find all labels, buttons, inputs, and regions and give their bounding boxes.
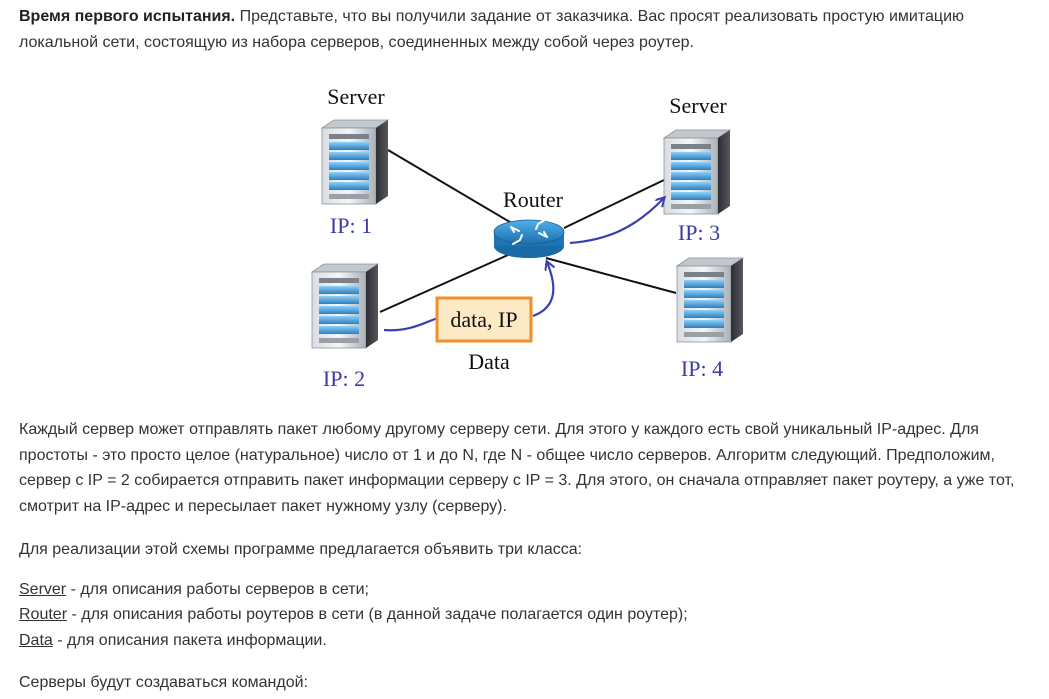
intro-text: Представьте, что вы получили задание от … (19, 8, 965, 51)
class-desc-server: - для описания работы серверов в сети; (66, 581, 369, 598)
arrow-server2-to-packet (383, 316, 439, 332)
class-link-data[interactable]: Data (19, 632, 53, 649)
class-desc-data: - для описания пакета информации. (52, 632, 327, 649)
packet-box (435, 296, 533, 343)
arrow-packet-to-router (532, 262, 553, 318)
intro-paragraph: Время первого испытания. Представьте, чт… (19, 4, 1019, 55)
link-server1-router (387, 149, 521, 229)
server-3-icon (663, 129, 731, 215)
class-desc-router: - для описания работы роутеров в сети (в… (67, 606, 688, 623)
link-router-server3 (563, 179, 665, 229)
ip-label-4: IP: 4 (681, 356, 723, 381)
server-1-icon (321, 119, 389, 205)
servers-created-line: Серверы будут создаваться командой: (19, 674, 308, 691)
link-router-server4 (545, 257, 677, 294)
class-item-data: Data - для описания пакета информации. (19, 628, 327, 654)
arrow-router-to-server3 (569, 198, 664, 245)
intro-bold: Время первого испытания. (19, 8, 236, 25)
class-link-server[interactable]: Server (19, 581, 67, 598)
ip-label-1: IP: 1 (330, 213, 372, 238)
classes-intro: Для реализации этой схемы программе пред… (19, 541, 583, 558)
class-link-router[interactable]: Router (19, 606, 68, 623)
server-label-1: Server (327, 84, 385, 109)
class-item-router: Router - для описания работы роутеров в … (19, 602, 688, 628)
ip-label-3: IP: 3 (678, 220, 720, 245)
class-item-server: Server - для описания работы серверов в … (19, 577, 369, 603)
router-label: Router (503, 187, 564, 212)
description-paragraph: Каждый сервер может отправлять пакет люб… (19, 421, 1015, 515)
server-2-icon (311, 263, 379, 349)
link-server2-router (379, 254, 509, 313)
data-label: Data (468, 349, 510, 374)
server-label-3: Server (669, 93, 727, 118)
ip-label-2: IP: 2 (323, 366, 365, 391)
packet-text: data, IP (450, 307, 517, 332)
network-diagram: data, IP Server Server Router IP: 1 IP: … (311, 84, 744, 391)
server-4-icon (676, 257, 744, 343)
router-icon (493, 219, 565, 258)
